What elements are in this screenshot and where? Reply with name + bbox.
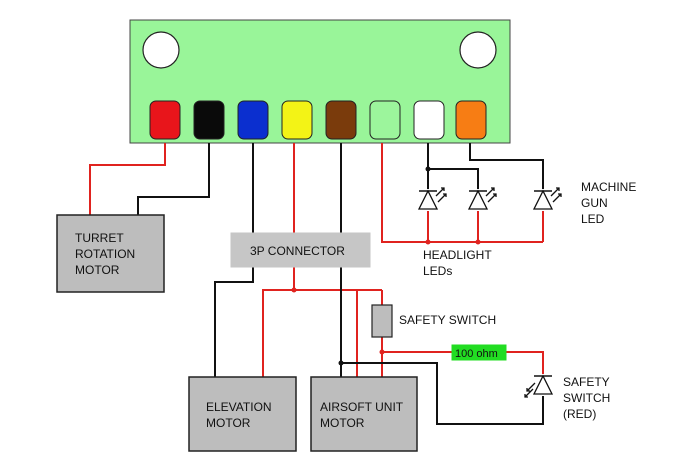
wire-resistor-out (506, 351, 544, 374)
led-arrow-icon (485, 187, 497, 203)
led-triangle (532, 374, 554, 395)
safety-switch-label: SAFETY SWITCH (399, 313, 496, 327)
port-blue (237, 100, 269, 140)
turret-motor-label-1: TURRET (75, 231, 124, 245)
elevation-motor-label-1: ELEVATION (206, 400, 272, 414)
elevation-motor-box (188, 376, 297, 452)
junction-dot (425, 166, 431, 172)
port-green (369, 100, 401, 140)
airsoft-motor-label-2: MOTOR (320, 416, 365, 430)
wire-orange-black (469, 143, 544, 189)
turret-motor-label-2: ROTATION (75, 247, 135, 261)
airsoft-motor-label-1: AIRSOFT UNIT (320, 400, 404, 414)
led-arrow-icon (550, 187, 562, 203)
port-brown (325, 100, 357, 140)
junction-dot (338, 360, 344, 366)
port-yellow (281, 100, 313, 140)
junctions (291, 166, 481, 366)
wire-green-red (381, 143, 543, 243)
resistor-box (451, 344, 507, 361)
turret-motor-box (56, 214, 165, 293)
safety-switch-led-label-3: (RED) (563, 407, 596, 421)
led-triangle (532, 189, 554, 210)
elevation-motor-label-2: MOTOR (206, 416, 251, 430)
mounting-hole-right (459, 31, 497, 69)
board-body (129, 19, 511, 144)
connector-box (230, 232, 371, 268)
wire-safety-led-return (341, 362, 544, 425)
safety-switch-led-label-2: SWITCH (563, 391, 610, 405)
led-arrow-icon (524, 382, 536, 398)
turret-motor-label-3: MOTOR (75, 263, 120, 277)
led-triangle (467, 189, 489, 210)
junction-dot (475, 239, 481, 245)
led-headlight-2 (467, 187, 497, 210)
wire-white-black (427, 143, 479, 189)
machine-gun-label-3: LED (581, 212, 605, 226)
safety-switch-led-label-1: SAFETY (563, 375, 610, 389)
port-white (413, 100, 445, 140)
led-headlight-1 (417, 187, 447, 210)
safety-switch-box (371, 304, 393, 338)
headlight-label-2: LEDs (423, 264, 452, 278)
resistor-label: 100 ohm (455, 348, 498, 360)
wire-elevation-black-b (214, 267, 254, 377)
junction-dot (425, 239, 431, 245)
port-black (193, 100, 225, 140)
junction-dot (291, 287, 297, 293)
machine-gun-label-2: GUN (581, 196, 608, 210)
machine-gun-label-1: MACHINE (581, 180, 636, 194)
mounting-hole-left (142, 31, 180, 69)
junction-dot (379, 349, 385, 355)
wire-elevation-red (262, 289, 294, 377)
airsoft-motor-box (310, 376, 418, 452)
port-orange (455, 100, 487, 140)
control-board (129, 19, 511, 144)
led-triangle (417, 189, 439, 210)
connector-label: 3P CONNECTOR (250, 244, 345, 258)
headlight-label-1: HEADLIGHT (423, 248, 492, 262)
wire-turret-red (89, 143, 166, 215)
led-arrow-icon (435, 187, 447, 203)
led-machine-gun (532, 187, 562, 210)
led-safety-switch (524, 374, 554, 398)
port-red (149, 100, 181, 140)
wire-turret-black (137, 143, 210, 215)
